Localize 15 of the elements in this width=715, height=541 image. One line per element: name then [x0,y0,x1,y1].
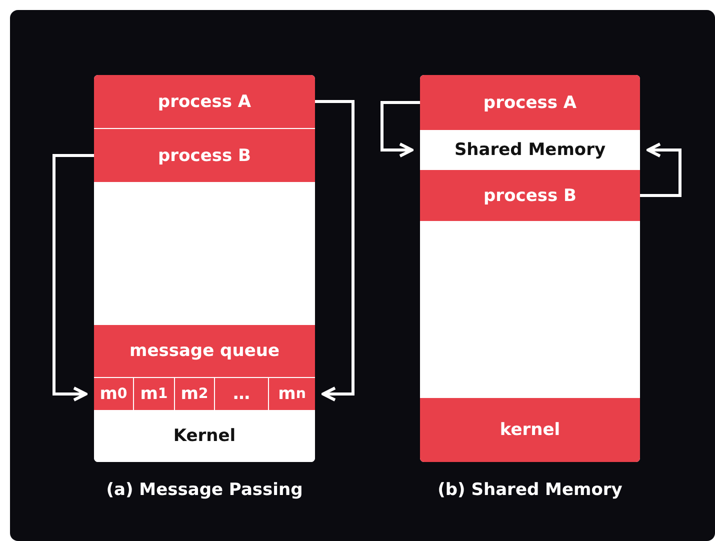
memory-block: … [215,378,268,410]
diagram-caption: (b) Shared Memory [436,480,624,500]
memory-block: message queue [94,325,315,377]
diagram-caption: (a) Message Passing [105,480,304,500]
memory-block: process A [94,75,315,128]
memory-column [94,75,315,462]
arrow [52,154,94,402]
memory-column [420,75,640,462]
memory-block: kernel [420,398,640,462]
memory-block: process B [94,129,315,182]
memory-block: process B [420,170,640,221]
arrow [380,101,420,158]
arrow [640,142,682,197]
arrow [315,100,354,402]
memory-block: process A [420,75,640,130]
